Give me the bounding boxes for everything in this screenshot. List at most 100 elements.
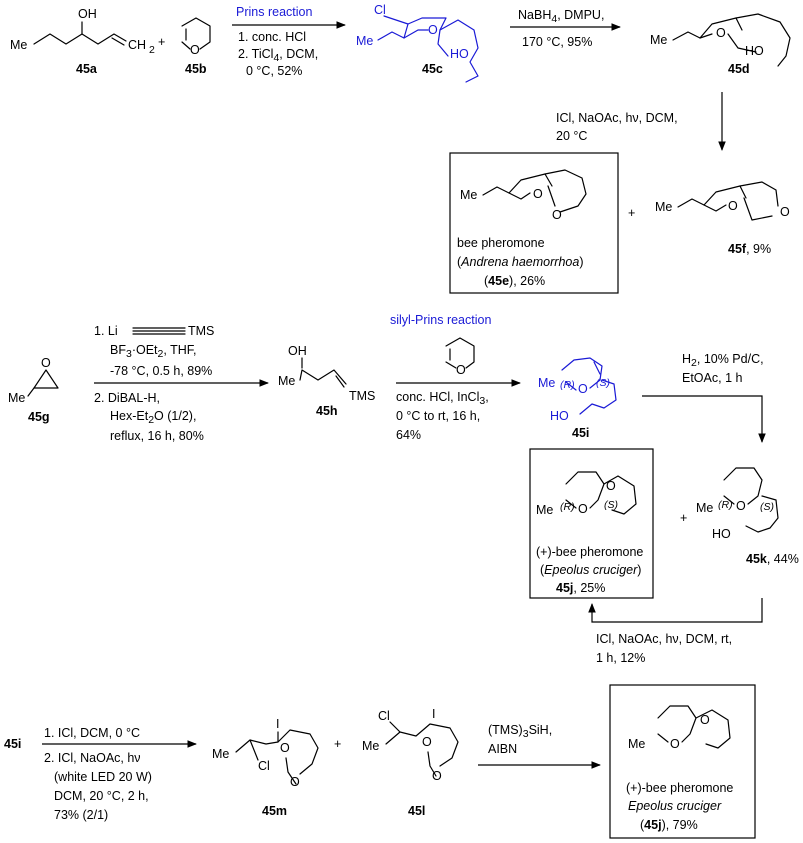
svg-text:+: +: [680, 511, 687, 525]
svg-text:2. DiBAL-H,: 2. DiBAL-H,: [94, 391, 160, 405]
svg-text:Cl: Cl: [378, 709, 390, 723]
svg-text:(Andrena haemorrhoa): (Andrena haemorrhoa): [457, 255, 583, 269]
svg-text:(45j), 79%: (45j), 79%: [640, 818, 698, 832]
svg-text:DCM, 20 °C, 2 h,: DCM, 20 °C, 2 h,: [54, 789, 149, 803]
bee-pheromone-45j-box: [529, 448, 654, 599]
svg-text:(white LED 20 W): (white LED 20 W): [54, 770, 152, 784]
svg-text:(45e), 26%: (45e), 26%: [484, 274, 545, 288]
svg-text:(+)-bee pheromone: (+)-bee pheromone: [536, 545, 643, 559]
svg-text:O: O: [290, 775, 300, 789]
svg-text:HO: HO: [712, 527, 731, 541]
svg-text:O: O: [716, 26, 726, 40]
svg-text:Epeolus cruciger: Epeolus cruciger: [628, 799, 722, 813]
prins-reaction-title: Prins reaction: [236, 5, 312, 19]
compound-label-45c: 45c: [422, 62, 443, 76]
svg-text:reflux, 16 h, 80%: reflux, 16 h, 80%: [110, 429, 204, 443]
compound-label-45d: 45d: [728, 62, 750, 76]
compound-45i-structure: O Me (R) (S) HO 45i: [538, 357, 617, 440]
svg-text:ICl, NaOAc, hν, DCM, rt,: ICl, NaOAc, hν, DCM, rt,: [596, 632, 732, 646]
svg-text:O: O: [670, 737, 680, 751]
svg-text:1. conc. HCl: 1. conc. HCl: [238, 30, 306, 44]
svg-text:BF3·OEt2, THF,: BF3·OEt2, THF,: [110, 343, 196, 360]
svg-text:O: O: [606, 479, 616, 493]
svg-text:(TMS)3SiH,: (TMS)3SiH,: [488, 723, 552, 740]
svg-text:OH: OH: [288, 344, 307, 358]
compound-label-45m: 45m: [262, 804, 287, 818]
svg-text:Me: Me: [460, 188, 477, 202]
svg-text:O: O: [780, 205, 790, 219]
svg-text:I: I: [432, 707, 435, 721]
svg-text:+: +: [334, 737, 341, 751]
svg-text:ICl, NaOAc, hν, DCM,: ICl, NaOAc, hν, DCM,: [556, 111, 678, 125]
svg-text:Me: Me: [278, 374, 295, 388]
svg-text:45k, 44%: 45k, 44%: [746, 552, 799, 566]
svg-text:Me: Me: [356, 34, 373, 48]
svg-text:Me: Me: [696, 501, 713, 515]
svg-text:-78 °C, 0.5 h, 89%: -78 °C, 0.5 h, 89%: [110, 364, 212, 378]
svg-text:Me: Me: [655, 200, 672, 214]
compound-label-45b: 45b: [185, 62, 207, 76]
compound-45j-bottom-structure: O O Me: [628, 705, 731, 751]
svg-text:(R): (R): [718, 499, 733, 511]
svg-text:(R): (R): [560, 501, 575, 513]
svg-text:EtOAc, 1 h: EtOAc, 1 h: [682, 371, 742, 385]
dihydropyran-reagent: O: [445, 337, 475, 377]
svg-text:AIBN: AIBN: [488, 742, 517, 756]
compound-45g-structure: Me 45g: [8, 369, 59, 424]
svg-text:(R): (R): [560, 379, 575, 391]
compound-45b-structure: O 45b: [181, 17, 211, 76]
compound-45f-structure: Me O O: [655, 181, 790, 221]
svg-text:HO: HO: [550, 409, 569, 423]
svg-text:2: 2: [149, 44, 155, 56]
compound-label-45l: 45l: [408, 804, 425, 818]
svg-text:(S): (S): [760, 501, 774, 513]
svg-text:O: O: [552, 208, 562, 222]
svg-text:O: O: [280, 741, 290, 755]
svg-text:HO: HO: [745, 44, 764, 58]
compound-label-45i-start: 45i: [4, 737, 21, 751]
compound-45d-structure: Me O HO 45d: [650, 13, 791, 76]
svg-text:Me: Me: [536, 503, 553, 517]
svg-text:Me: Me: [650, 33, 667, 47]
svg-text:I: I: [276, 717, 279, 731]
svg-text:TMS: TMS: [188, 324, 214, 338]
svg-text:+: +: [628, 206, 635, 220]
svg-text:O: O: [533, 187, 543, 201]
svg-text:(S): (S): [604, 499, 618, 511]
svg-text:conc. HCl, InCl3,: conc. HCl, InCl3,: [396, 390, 489, 407]
bee-pheromone-45j-bottom-box: [609, 684, 756, 839]
svg-text:O: O: [41, 356, 51, 370]
compound-label-45a: 45a: [76, 62, 98, 76]
svg-text:Me: Me: [538, 376, 555, 390]
svg-text:2. TiCl4, DCM,: 2. TiCl4, DCM,: [238, 47, 318, 64]
svg-text:NaBH4, DMPU,: NaBH4, DMPU,: [518, 8, 604, 25]
svg-text:HO: HO: [450, 47, 469, 61]
svg-text:(Epeolus cruciger): (Epeolus cruciger): [540, 563, 641, 577]
svg-text:(S): (S): [596, 377, 610, 389]
hydroxyl-label: OH: [78, 7, 97, 21]
compound-45a-structure: OH Me CH 2 45a: [10, 7, 155, 76]
svg-text:64%: 64%: [396, 428, 421, 442]
svg-text:O: O: [190, 43, 200, 57]
svg-text:1 h, 12%: 1 h, 12%: [596, 651, 645, 665]
compound-label-45h: 45h: [316, 404, 338, 418]
compound-45j-structure: O O Me (R) (S): [536, 471, 637, 517]
methyl-label: Me: [10, 38, 27, 52]
svg-text:H2, 10% Pd/C,: H2, 10% Pd/C,: [682, 352, 764, 369]
plus-sign: +: [158, 35, 165, 49]
svg-text:O: O: [578, 502, 588, 516]
bee-pheromone-45e-box: [449, 152, 619, 294]
svg-text:(+)-bee pheromone: (+)-bee pheromone: [626, 781, 733, 795]
compound-45c-structure: Cl Me O HO 45c: [356, 3, 479, 83]
svg-text:O: O: [428, 23, 438, 37]
svg-text:Hex-Et2O (1/2),: Hex-Et2O (1/2),: [110, 409, 196, 426]
svg-text:0 °C to rt, 16 h,: 0 °C to rt, 16 h,: [396, 409, 480, 423]
svg-text:Me: Me: [628, 737, 645, 751]
svg-text:2. ICl, NaOAc, hν: 2. ICl, NaOAc, hν: [44, 751, 141, 765]
compound-45h-structure: OH Me TMS 45h: [278, 344, 375, 418]
svg-text:O: O: [456, 363, 466, 377]
svg-text:Me: Me: [8, 391, 25, 405]
svg-text:0 °C, 52%: 0 °C, 52%: [246, 64, 302, 78]
svg-text:TMS: TMS: [349, 389, 375, 403]
